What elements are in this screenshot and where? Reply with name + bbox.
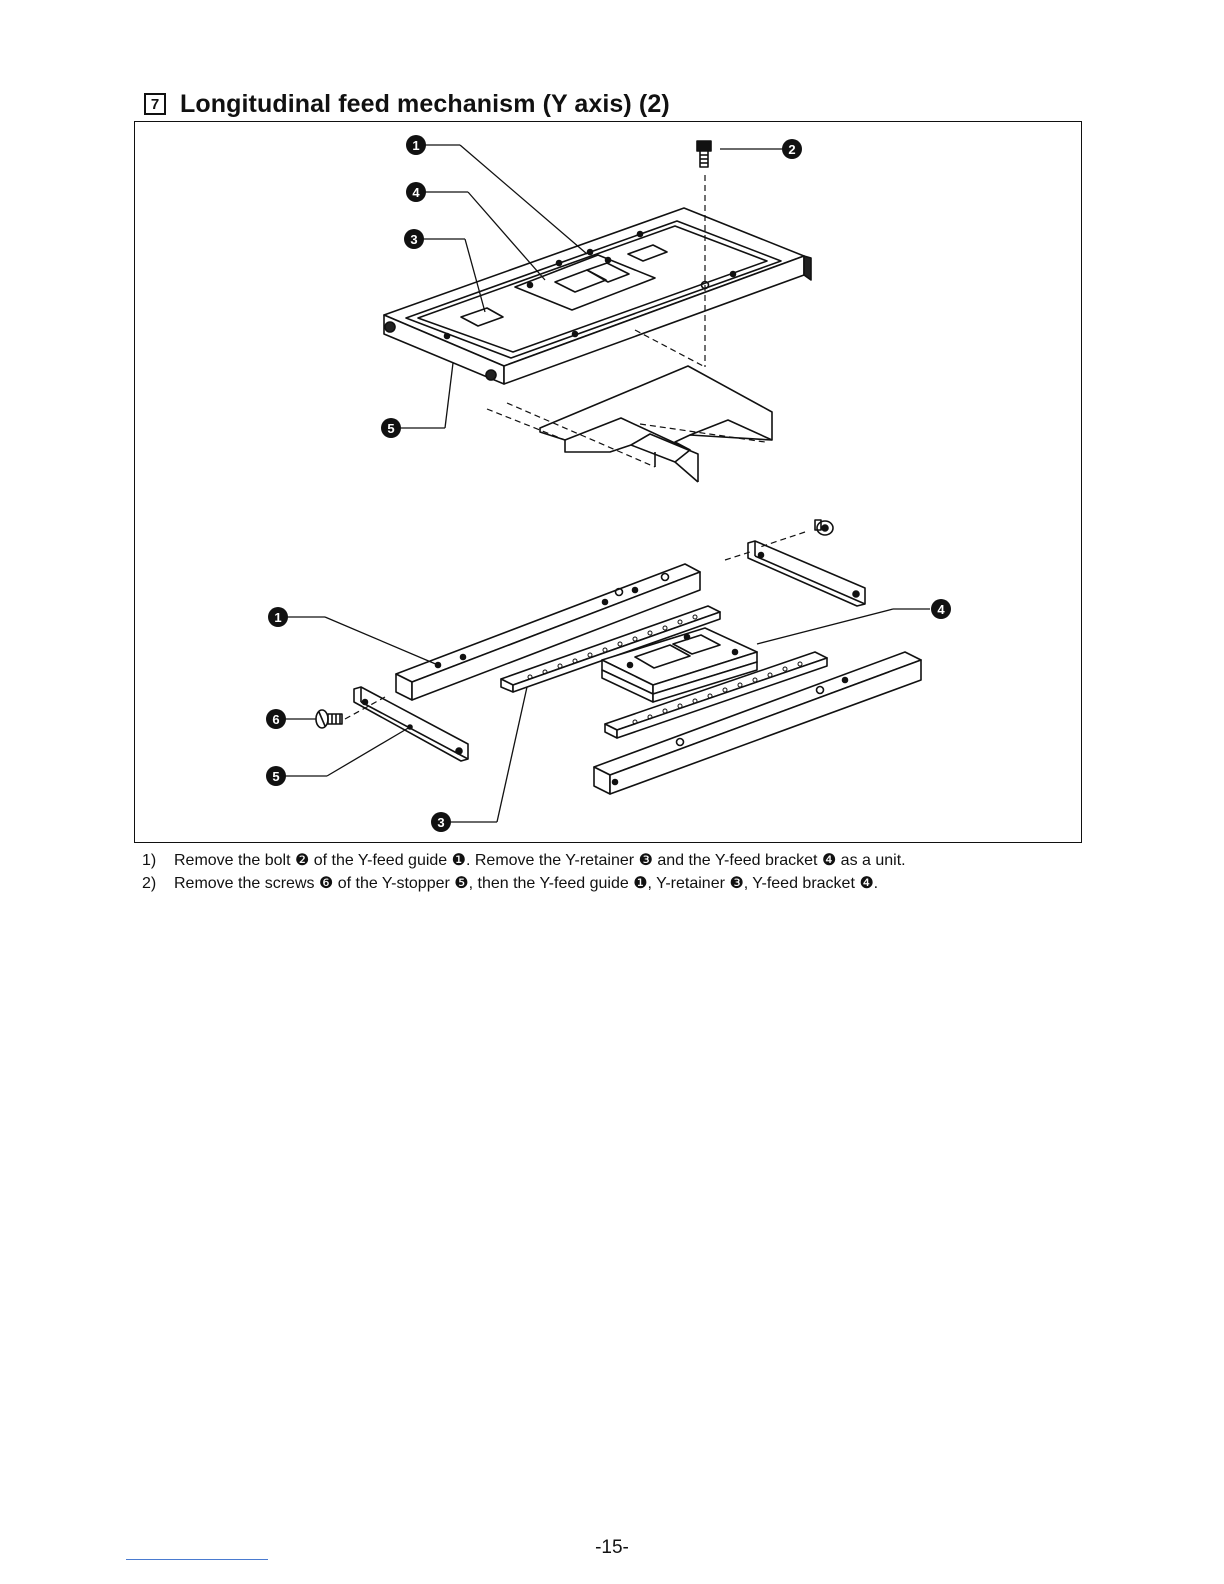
callout-5-upper: 5 [381, 418, 401, 438]
step-number: 2) [142, 873, 174, 895]
callout-6-lower: 6 [266, 709, 286, 729]
callout-label: 3 [437, 815, 444, 830]
exploded-view-figure: 1 2 4 3 5 1 4 6 [134, 121, 1082, 843]
callout-5-lower: 5 [266, 766, 286, 786]
callout-1-upper: 1 [406, 135, 426, 155]
instruction-step: 2) Remove the screws ❻ of the Y-stopper … [142, 873, 1082, 895]
step-number: 1) [142, 850, 174, 872]
callout-label: 4 [937, 602, 945, 617]
section-heading: 7 Longitudinal feed mechanism (Y axis) (… [144, 84, 670, 124]
bolt-icon [697, 141, 711, 167]
step-text: Remove the screws ❻ of the Y-stopper ❺, … [174, 873, 1082, 895]
section-title: Longitudinal feed mechanism (Y axis) (2) [180, 90, 670, 119]
callout-label: 6 [272, 712, 279, 727]
callout-label: 5 [387, 421, 394, 436]
page-number: -15- [0, 1537, 1224, 1559]
footer-rule [126, 1559, 268, 1560]
callout-label: 1 [274, 610, 281, 625]
callout-label: 4 [412, 185, 420, 200]
callout-label: 2 [788, 142, 795, 157]
callout-3-upper: 3 [404, 229, 424, 249]
callout-2-upper: 2 [782, 139, 802, 159]
step-text: Remove the bolt ❷ of the Y-feed guide ❶.… [174, 850, 1082, 872]
instruction-step: 1) Remove the bolt ❷ of the Y-feed guide… [142, 850, 1082, 872]
section-number-box: 7 [144, 93, 166, 115]
callout-label: 1 [412, 138, 419, 153]
upper-frame [384, 208, 811, 384]
callout-4-lower: 4 [931, 599, 951, 619]
upper-slider [540, 366, 772, 482]
callout-4-upper: 4 [406, 182, 426, 202]
exploded-view-drawing: 1 2 4 3 5 1 4 6 [135, 122, 1083, 844]
instruction-list: 1) Remove the bolt ❷ of the Y-feed guide… [142, 850, 1082, 896]
callout-1-lower: 1 [268, 607, 288, 627]
screw-icon [815, 520, 833, 535]
callout-label: 5 [272, 769, 279, 784]
callout-3-lower: 3 [431, 812, 451, 832]
lower-right-stopper [748, 541, 865, 606]
screw-icon [316, 710, 342, 728]
callout-label: 3 [410, 232, 417, 247]
